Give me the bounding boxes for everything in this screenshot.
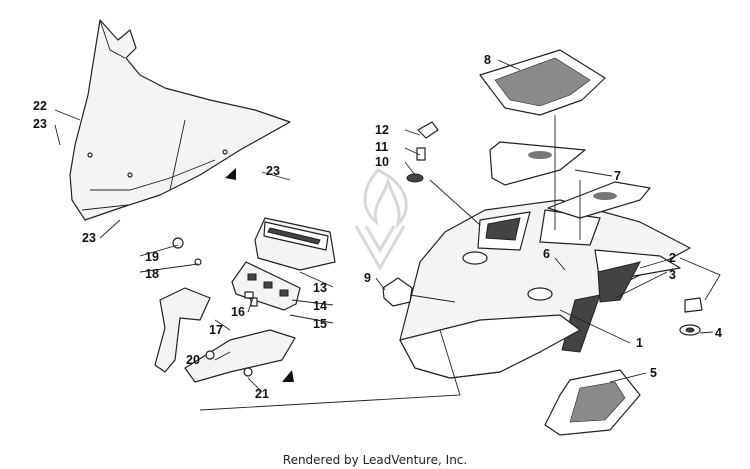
bracket-part-14 <box>231 261 301 311</box>
callout-3: 3 <box>669 268 676 282</box>
callout-23-a: 23 <box>33 117 47 131</box>
windshield-part-22 <box>69 19 291 221</box>
bracket-part-17 <box>154 237 296 383</box>
fastener-part-4 <box>679 297 703 336</box>
callout-18: 18 <box>145 267 159 281</box>
arrow-markers <box>225 168 294 382</box>
callout-17: 17 <box>209 323 223 337</box>
callout-7: 7 <box>614 169 621 183</box>
callout-6: 6 <box>543 247 550 261</box>
callout-10: 10 <box>375 155 389 169</box>
callout-15: 15 <box>313 317 327 331</box>
callout-23-c: 23 <box>82 231 96 245</box>
tray-part-5 <box>544 369 641 436</box>
callout-5: 5 <box>650 366 657 380</box>
callout-4: 4 <box>715 326 722 340</box>
callout-20: 20 <box>186 353 200 367</box>
mount-part-9 <box>382 277 413 307</box>
callout-14: 14 <box>313 299 327 313</box>
callout-13: 13 <box>313 281 327 295</box>
callout-12: 12 <box>375 123 389 137</box>
callout-1: 1 <box>636 336 643 350</box>
callout-9: 9 <box>364 271 371 285</box>
callout-8: 8 <box>484 53 491 67</box>
hood-part-1 <box>399 199 691 379</box>
leader-lines <box>54 59 721 411</box>
watermark-logo <box>354 168 408 272</box>
knob-part-10-11-12 <box>406 121 439 183</box>
callout-labels: 1 2 3 4 5 6 7 8 9 10 11 12 13 14 15 16 1… <box>33 53 722 401</box>
callout-2: 2 <box>669 251 676 265</box>
callout-16: 16 <box>231 305 245 319</box>
footer-credit: Rendered by LeadVenture, Inc. <box>283 453 467 467</box>
gauge-part-13 <box>254 217 336 271</box>
callout-21: 21 <box>255 387 269 401</box>
bolt-part-16 <box>244 291 258 307</box>
callout-11: 11 <box>375 140 388 154</box>
panel-part-7 <box>489 141 651 219</box>
net-part-8 <box>479 49 606 116</box>
callout-19: 19 <box>145 250 159 264</box>
callout-22: 22 <box>33 99 47 113</box>
callout-23-b: 23 <box>266 164 280 178</box>
